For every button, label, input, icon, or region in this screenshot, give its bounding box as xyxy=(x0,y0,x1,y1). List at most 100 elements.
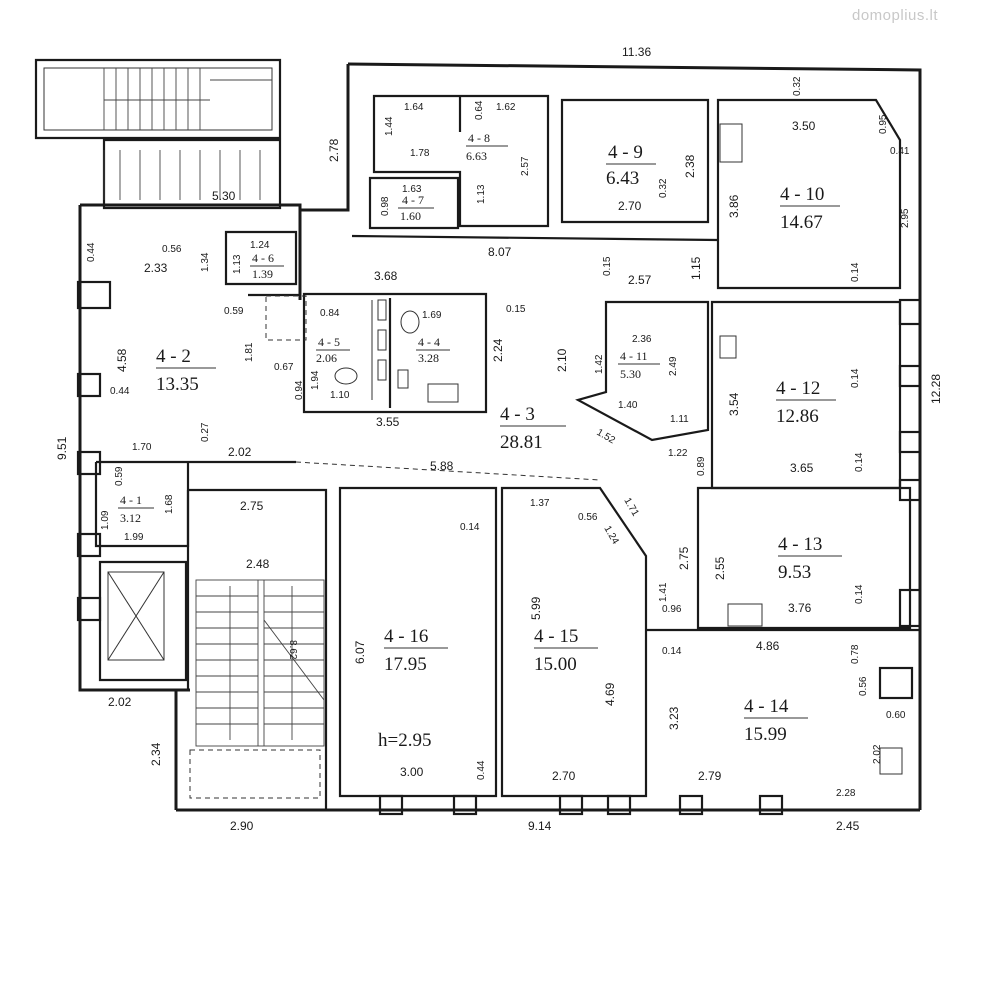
dim-label: 1.34 xyxy=(200,252,211,272)
dim-label: 1.13 xyxy=(232,254,243,274)
dim-label: 2.45 xyxy=(836,819,860,833)
room-4-13-area: 9.53 xyxy=(778,562,811,583)
dim-label: 2.10 xyxy=(555,348,569,372)
dim-label: 0.60 xyxy=(886,710,906,721)
dim-label: 8.07 xyxy=(488,245,512,259)
dim-label: 12.28 xyxy=(929,374,943,404)
dim-label: 0.14 xyxy=(854,584,865,604)
dim-label: 1.15 xyxy=(689,256,703,280)
dim-label: 0.59 xyxy=(114,466,125,486)
dim-label: 9.51 xyxy=(55,436,69,460)
dim-label: 1.64 xyxy=(404,102,424,113)
room-4-7-area: 1.60 xyxy=(400,209,421,223)
dim-label: 1.22 xyxy=(668,448,688,459)
fixtures xyxy=(334,123,903,775)
dim-label: 4.86 xyxy=(756,639,780,653)
dim-label: 1.78 xyxy=(410,148,430,159)
dim-label: 1.40 xyxy=(618,400,638,411)
dim-label: 2.78 xyxy=(327,138,341,162)
dim-label: 1.62 xyxy=(496,102,516,113)
dim-label: 3.23 xyxy=(667,706,681,730)
dim-label: 1.37 xyxy=(530,498,550,509)
dim-label: 1.94 xyxy=(310,370,321,390)
main-staircase xyxy=(189,579,325,799)
room-4-5-area: 2.06 xyxy=(316,351,337,365)
room-4-4-area: 3.28 xyxy=(418,351,439,365)
dim-label: 2.38 xyxy=(683,154,697,178)
dim-label: 0.95 xyxy=(878,114,889,134)
dim-label: 0.56 xyxy=(858,676,869,696)
room-4-14-id: 4 - 14 xyxy=(744,696,789,717)
room-4-12-id: 4 - 12 xyxy=(776,378,820,399)
dim-label: 1.63 xyxy=(402,184,422,195)
dim-label: 1.09 xyxy=(100,510,111,530)
dim-label: 3.65 xyxy=(790,461,814,475)
dim-label: 0.67 xyxy=(274,362,294,373)
room-4-10-id: 4 - 10 xyxy=(780,184,824,205)
dim-label: 0.14 xyxy=(854,452,865,472)
dim-label: 0.56 xyxy=(578,512,598,523)
room-4-7-id: 4 - 7 xyxy=(402,193,424,207)
room-4-1-area: 3.12 xyxy=(120,511,141,525)
dim-label: 0.41 xyxy=(890,146,910,157)
dim-label: 1.52 xyxy=(595,427,618,446)
dim-label: 2.02 xyxy=(108,695,132,709)
room-4-2-id: 4 - 2 xyxy=(156,346,191,367)
dim-label: 4.58 xyxy=(115,348,129,372)
dim-label: 5.88 xyxy=(430,459,454,473)
dim-label: 3.68 xyxy=(374,269,398,283)
dim-label: 0.14 xyxy=(850,262,861,282)
dim-label: 0.84 xyxy=(320,308,340,319)
dim-label: 2.33 xyxy=(144,261,168,275)
dim-label: 2.57 xyxy=(628,273,652,287)
dim-label: 1.99 xyxy=(124,532,144,543)
dim-label: 3.00 xyxy=(400,765,424,779)
room-4-8-area: 6.63 xyxy=(466,149,487,163)
dim-label: 0.78 xyxy=(850,644,861,664)
room-4-6-area: 1.39 xyxy=(252,267,273,281)
dim-label: 0.94 xyxy=(294,380,305,400)
room-4-16-area: 17.95 xyxy=(384,654,427,675)
dim-label: 1.81 xyxy=(244,342,255,362)
dim-label: 1.68 xyxy=(164,494,175,514)
dim-label: 2.70 xyxy=(552,769,576,783)
dim-label: 0.27 xyxy=(200,422,211,442)
dim-label: 2.02 xyxy=(228,445,252,459)
dim-label: 2.57 xyxy=(520,156,531,176)
room-labels: 4 - 2 13.35 4 - 3 28.81 4 - 9 6.43 4 - 1… xyxy=(118,131,842,751)
dim-label: 2.55 xyxy=(713,556,727,580)
dim-label: 3.50 xyxy=(792,119,816,133)
dim-label: 3.86 xyxy=(727,194,741,218)
dimension-labels: 11.36 2.78 5.30 8.07 3.68 2.57 0.15 1.15… xyxy=(55,45,943,833)
dim-label: 3.54 xyxy=(727,392,741,416)
room-4-5-id: 4 - 5 xyxy=(318,335,340,349)
room-4-2-area: 13.35 xyxy=(156,374,199,395)
dim-label: 1.44 xyxy=(384,116,395,136)
dim-label: 2.36 xyxy=(632,334,652,345)
watermark: domoplius.lt xyxy=(852,7,938,24)
dim-label: 0.15 xyxy=(506,304,526,315)
dim-label: 0.14 xyxy=(460,522,480,533)
dim-label: 1.41 xyxy=(658,582,669,602)
dim-label: 2.95 xyxy=(900,208,911,228)
dim-label: 1.42 xyxy=(594,354,605,374)
dim-label: 11.36 xyxy=(622,45,651,59)
dim-label: 9.14 xyxy=(528,819,552,833)
height-note: h=2.95 xyxy=(378,730,431,751)
dim-label: 6.07 xyxy=(353,640,367,664)
dim-label: 0.89 xyxy=(696,456,707,476)
dim-label: 1.24 xyxy=(601,524,620,547)
room-4-1-id: 4 - 1 xyxy=(120,493,142,507)
room-4-3-area: 28.81 xyxy=(500,432,543,453)
dim-label: 1.69 xyxy=(422,310,442,321)
dim-label: 0.44 xyxy=(476,760,487,780)
dim-label: 1.24 xyxy=(250,240,270,251)
dim-label: 2.70 xyxy=(618,199,642,213)
room-4-10-area: 14.67 xyxy=(780,212,823,233)
dim-label: 2.49 xyxy=(668,356,679,376)
dim-label: 1.13 xyxy=(476,184,487,204)
dim-label: 3.55 xyxy=(376,415,400,429)
dim-label: 1.71 xyxy=(621,496,640,519)
room-4-14-area: 15.99 xyxy=(744,724,787,745)
